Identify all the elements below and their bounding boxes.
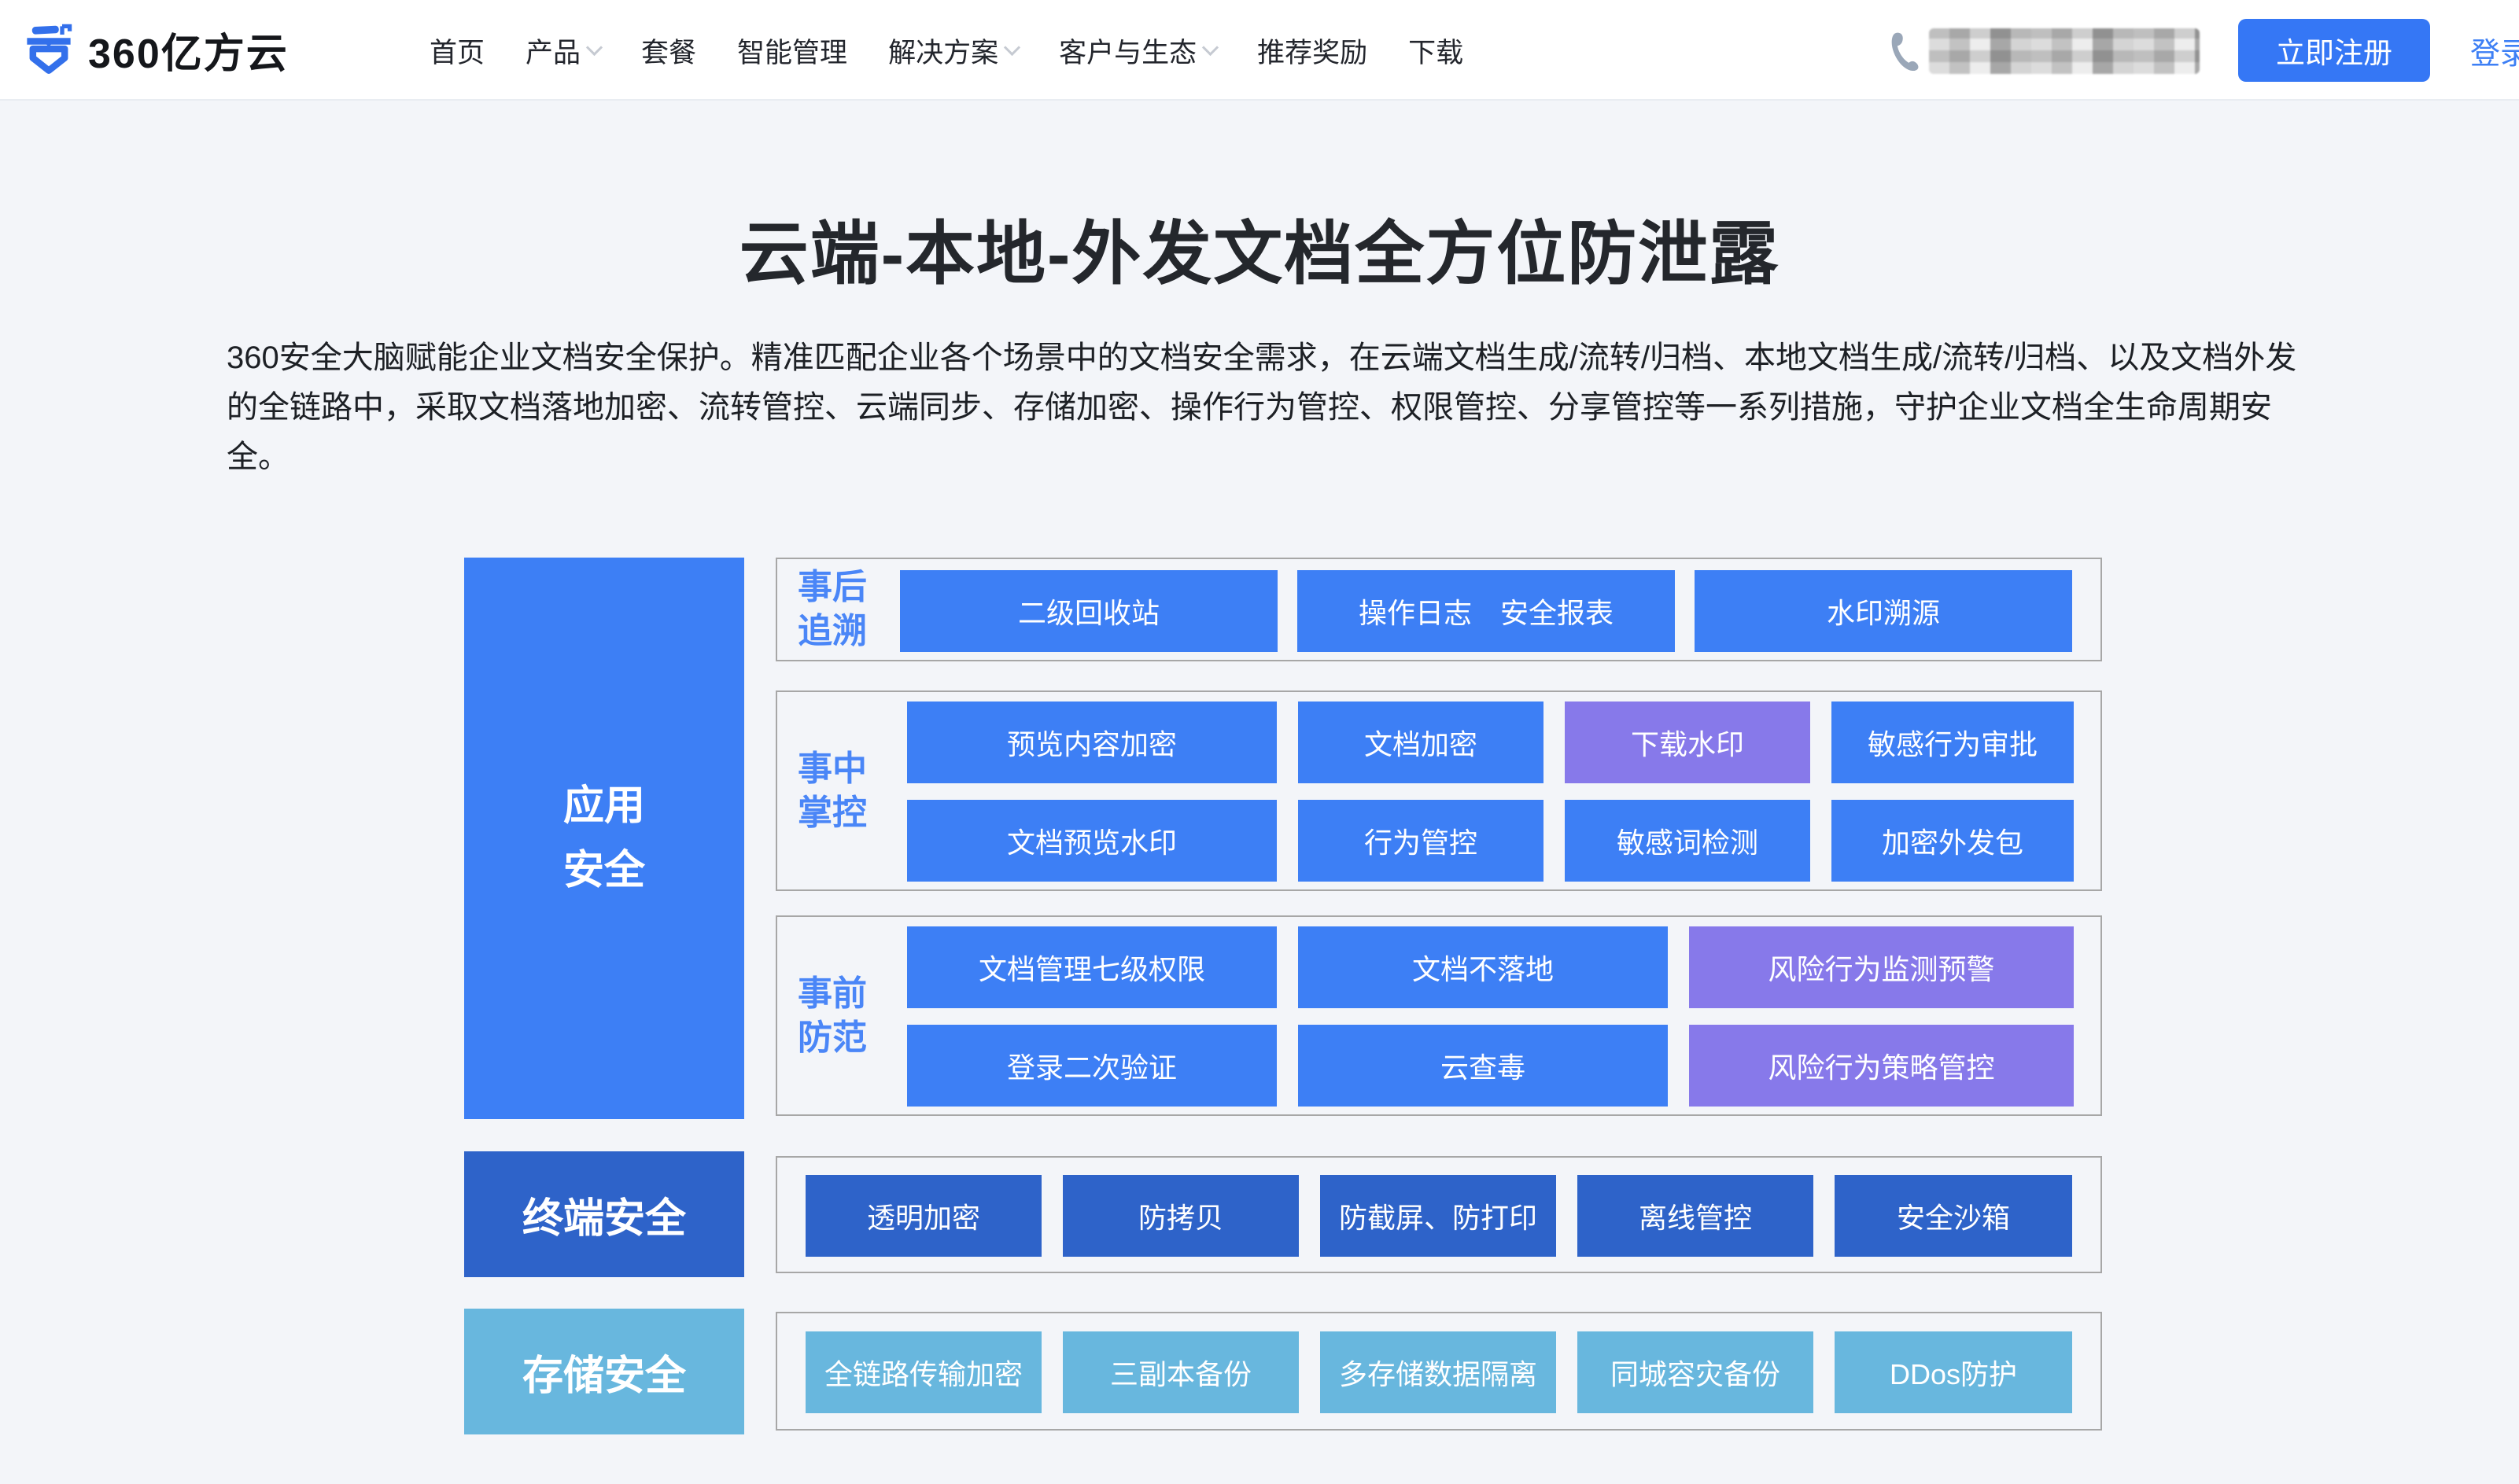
login-link[interactable]: 登录 bbox=[2470, 37, 2519, 71]
logo-text: 360亿方云 bbox=[88, 31, 289, 77]
security-matrix-diagram: 应用 安全 终端安全 存储安全 事后追溯 二级回收站 操作日志 安全报表 水印溯… bbox=[464, 558, 2102, 1434]
group-in-event-control: 事中掌控 预览内容加密 文档加密 下载水印 敏感行为审批 文档预览水印 行为管控… bbox=[776, 690, 2102, 891]
feature-download-watermark: 下载水印 bbox=[1565, 701, 1810, 783]
feature-seven-level-permission: 文档管理七级权限 bbox=[907, 926, 1277, 1008]
feature-three-replica-backup: 三副本备份 bbox=[1063, 1331, 1299, 1413]
feature-risk-behavior-policy-control: 风险行为策略管控 bbox=[1689, 1025, 2074, 1107]
feature-anti-copy: 防拷贝 bbox=[1063, 1175, 1299, 1257]
chevron-down-icon bbox=[1003, 39, 1021, 56]
category-application-security: 应用 安全 bbox=[464, 558, 744, 1119]
feature-multi-storage-isolation: 多存储数据隔离 bbox=[1320, 1331, 1556, 1413]
logo[interactable]: 360亿方云 bbox=[22, 20, 289, 79]
nav-item-referral-rewards[interactable]: 推荐奖励 bbox=[1257, 37, 1368, 68]
feature-login-two-factor: 登录二次验证 bbox=[907, 1025, 1277, 1107]
group-label-pre-event: 事前防范 bbox=[798, 974, 867, 1057]
nav-item-download[interactable]: 下载 bbox=[1408, 37, 1464, 68]
nav-item-customers-ecosystem[interactable]: 客户与生态 bbox=[1059, 31, 1219, 71]
page-description: 360安全大脑赋能企业文档安全保护。精准匹配企业各个场景中的文档安全需求，在云端… bbox=[227, 341, 2297, 474]
page-title: 云端-本地-外发文档全方位防泄露 bbox=[739, 215, 1780, 293]
feature-recycle-bin: 二级回收站 bbox=[900, 570, 1278, 652]
feature-full-link-transport-encryption: 全链路传输加密 bbox=[806, 1331, 1042, 1413]
feature-operation-log-security-report: 操作日志 安全报表 bbox=[1297, 570, 1675, 652]
feature-sensitive-behavior-approval: 敏感行为审批 bbox=[1831, 701, 2074, 783]
feature-encrypted-outgoing-package: 加密外发包 bbox=[1831, 800, 2074, 882]
nav-item-home[interactable]: 首页 bbox=[430, 37, 485, 68]
feature-sensitive-word-detection: 敏感词检测 bbox=[1565, 800, 1810, 882]
feature-preview-content-encryption: 预览内容加密 bbox=[907, 701, 1277, 783]
feature-ddos-protection: DDos防护 bbox=[1835, 1331, 2072, 1413]
feature-same-city-disaster-backup: 同城容灾备份 bbox=[1577, 1331, 1813, 1413]
feature-behavior-control: 行为管控 bbox=[1298, 800, 1543, 882]
feature-security-sandbox: 安全沙箱 bbox=[1835, 1175, 2072, 1257]
feature-document-preview-watermark: 文档预览水印 bbox=[907, 800, 1277, 882]
feature-watermark-tracing: 水印溯源 bbox=[1695, 570, 2072, 652]
main-nav: 首页 产品 套餐 智能管理 解决方案 客户与生态 推荐奖励 下载 bbox=[430, 0, 1463, 101]
group-terminal-security: 透明加密 防拷贝 防截屏、防打印 离线管控 安全沙箱 bbox=[776, 1156, 2102, 1273]
feature-document-encryption: 文档加密 bbox=[1298, 701, 1543, 783]
group-label-after-event: 事后追溯 bbox=[798, 568, 867, 650]
chevron-down-icon bbox=[1201, 39, 1219, 56]
category-terminal-security: 终端安全 bbox=[464, 1151, 744, 1277]
logo-icon bbox=[22, 21, 76, 79]
nav-item-solutions[interactable]: 解决方案 bbox=[888, 31, 1021, 71]
nav-item-smart-management[interactable]: 智能管理 bbox=[737, 37, 848, 68]
chevron-down-icon bbox=[585, 39, 603, 56]
top-navigation-bar: 360亿方云 首页 产品 套餐 智能管理 解决方案 客户与生态 推荐奖励 下载 … bbox=[0, 0, 2519, 101]
group-pre-event-prevention: 事前防范 文档管理七级权限 文档不落地 风险行为监测预警 登录二次验证 云查毒 … bbox=[776, 915, 2102, 1116]
phone-icon bbox=[1886, 30, 1924, 72]
group-label-in-event: 事中掌控 bbox=[798, 749, 867, 832]
group-storage-security: 全链路传输加密 三副本备份 多存储数据隔离 同城容灾备份 DDos防护 bbox=[776, 1312, 2102, 1431]
censored-phone-number bbox=[1929, 28, 2200, 74]
nav-item-products[interactable]: 产品 bbox=[526, 31, 603, 71]
feature-offline-control: 离线管控 bbox=[1577, 1175, 1813, 1257]
group-after-event-tracing: 事后追溯 二级回收站 操作日志 安全报表 水印溯源 bbox=[776, 558, 2102, 661]
nav-item-plans[interactable]: 套餐 bbox=[641, 37, 697, 68]
category-storage-security: 存储安全 bbox=[464, 1309, 744, 1434]
register-button[interactable]: 立即注册 bbox=[2238, 19, 2430, 82]
feature-document-no-landing: 文档不落地 bbox=[1298, 926, 1668, 1008]
feature-cloud-virus-scan: 云查毒 bbox=[1298, 1025, 1668, 1107]
feature-transparent-encryption: 透明加密 bbox=[806, 1175, 1042, 1257]
feature-risk-behavior-monitoring: 风险行为监测预警 bbox=[1689, 926, 2074, 1008]
feature-anti-screenshot-print: 防截屏、防打印 bbox=[1320, 1175, 1556, 1257]
